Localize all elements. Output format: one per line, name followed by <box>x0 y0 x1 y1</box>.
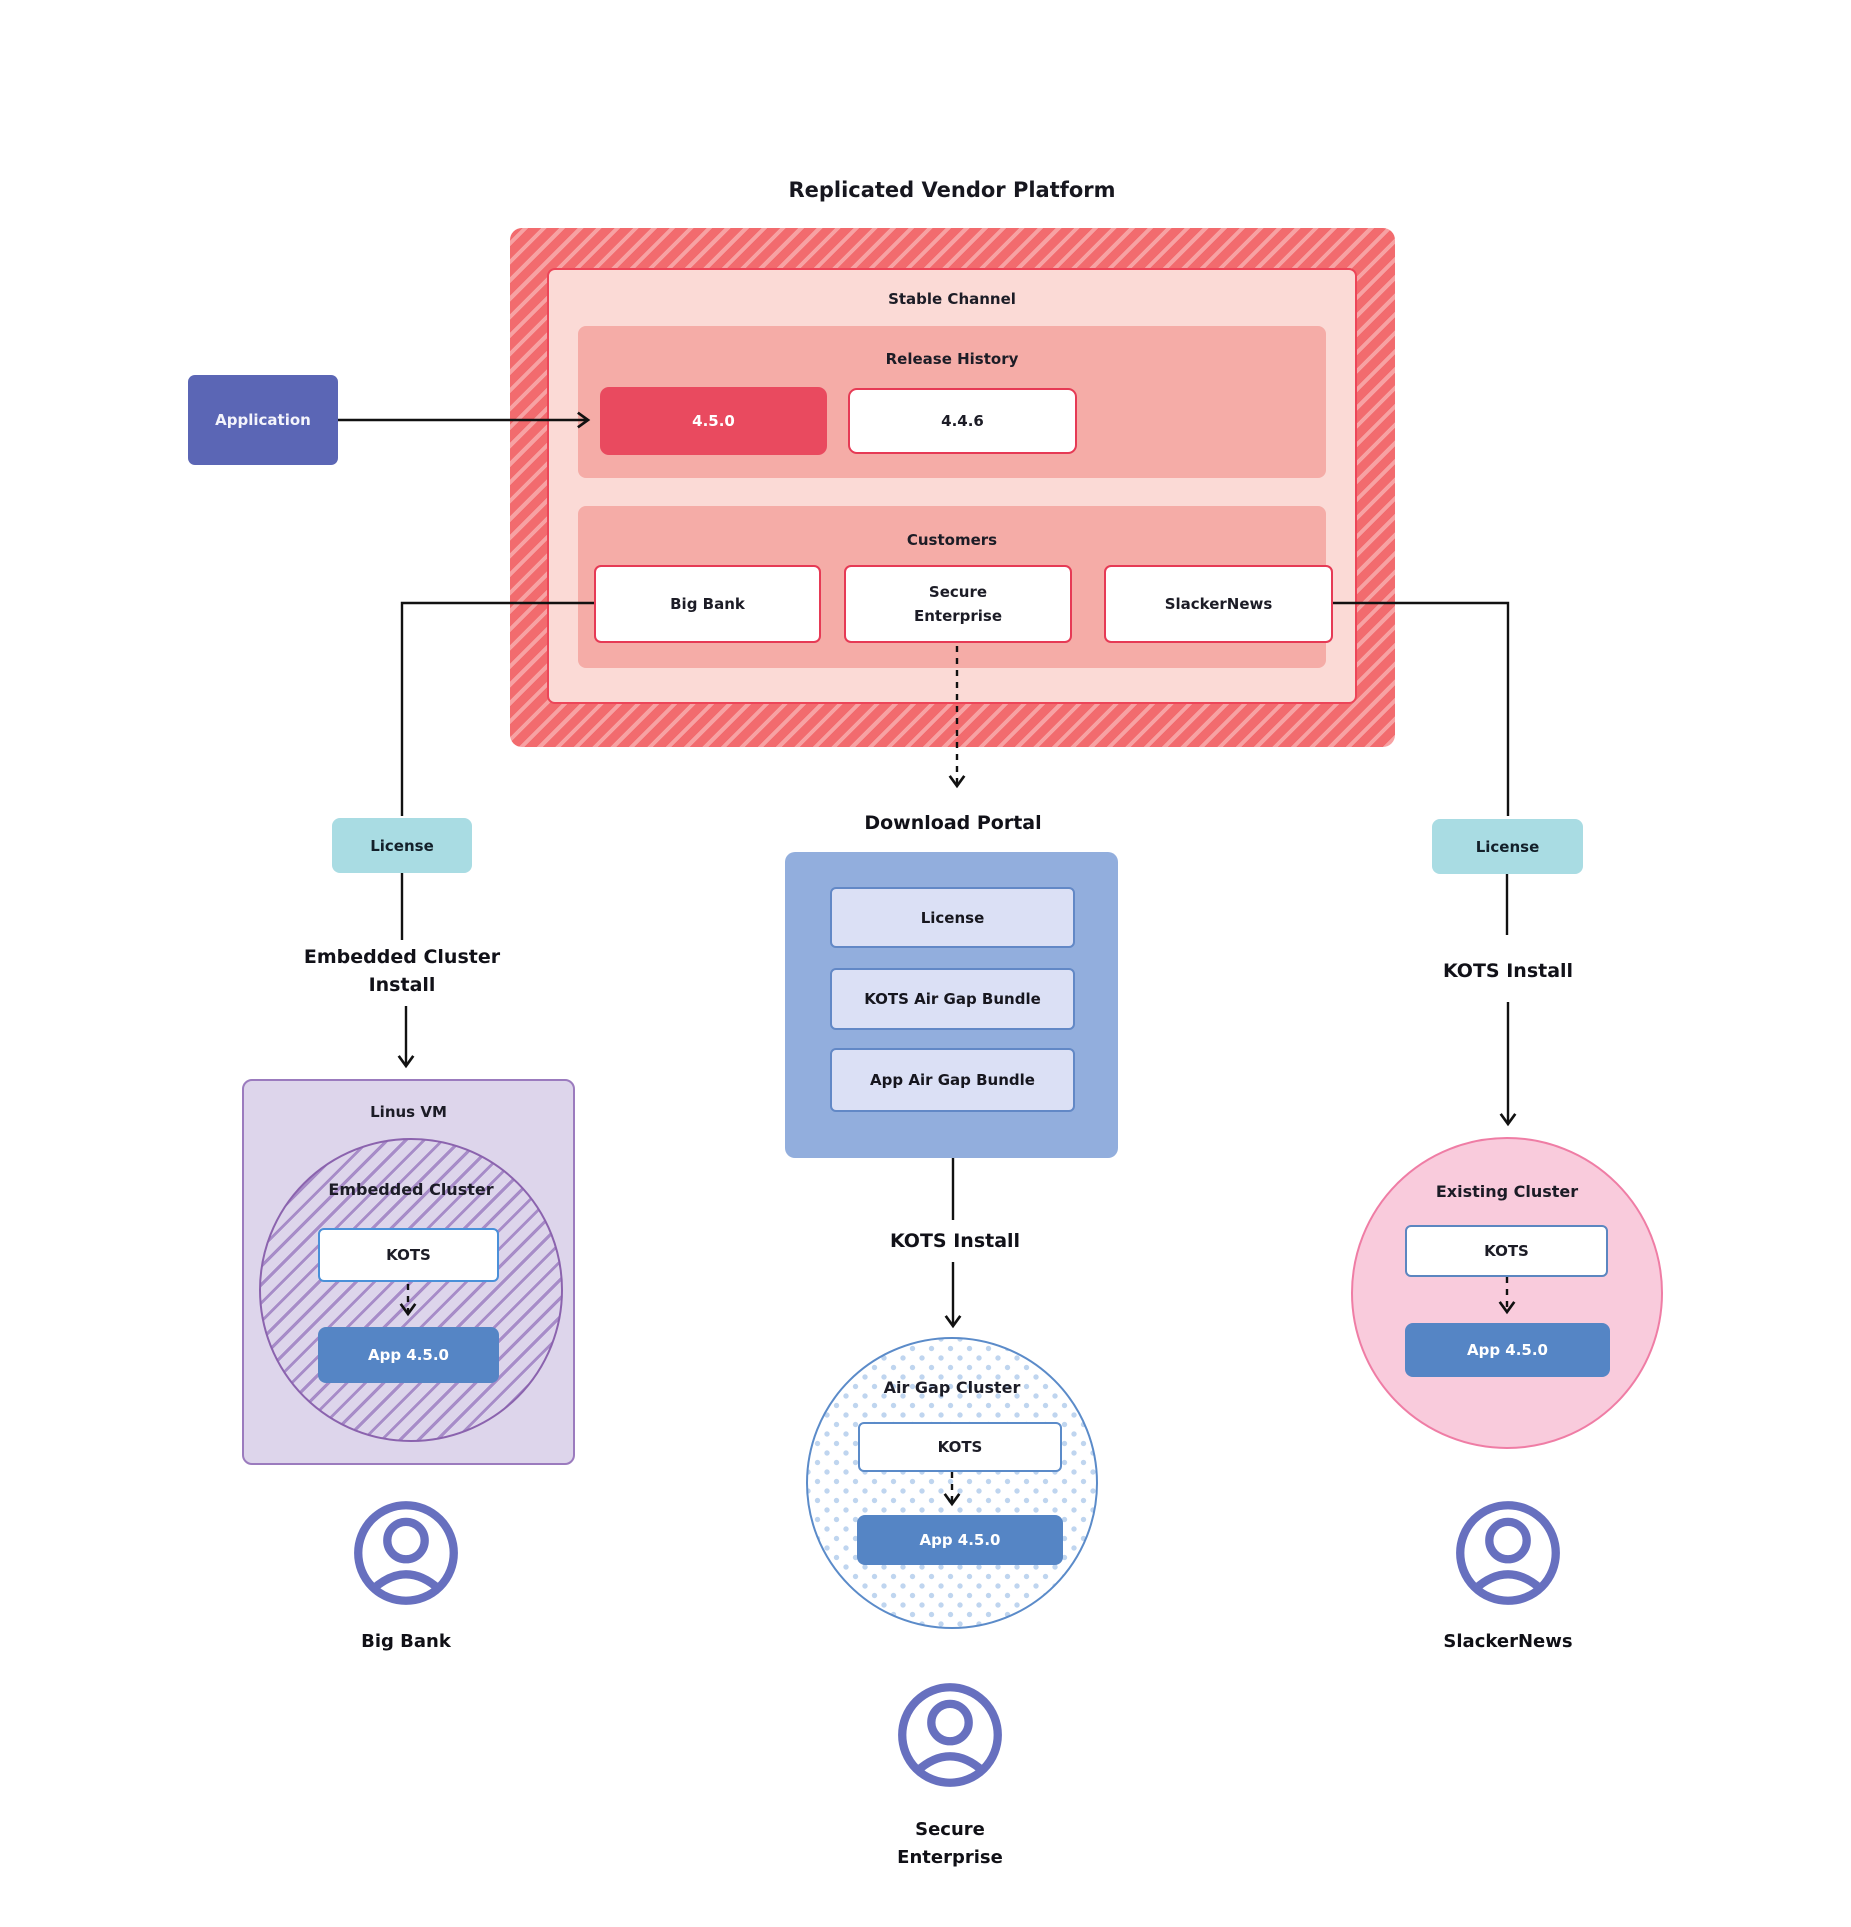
air-gap-cluster-label: Air Gap Cluster <box>883 1378 1021 1397</box>
customer-slackernews-box: SlackerNews <box>1104 565 1333 643</box>
slackernews-user-label: SlackerNews <box>1443 1631 1573 1652</box>
kots-box-left: KOTS <box>318 1228 499 1282</box>
license-badge-left: License <box>332 818 472 873</box>
kots-box-right: KOTS <box>1405 1225 1608 1277</box>
app-box-left: App 4.5.0 <box>318 1327 499 1383</box>
app-box-right: App 4.5.0 <box>1405 1323 1610 1377</box>
portal-app-airgap-bundle-box: App Air Gap Bundle <box>830 1048 1075 1112</box>
big-bank-user-label: Big Bank <box>361 1631 451 1652</box>
app-box-middle: App 4.5.0 <box>857 1515 1063 1565</box>
kots-box-middle: KOTS <box>858 1422 1062 1472</box>
customers-label: Customers <box>906 531 998 549</box>
kots-install-label-middle: KOTS Install <box>889 1230 1021 1252</box>
diagram-title: Replicated Vendor Platform <box>788 178 1116 202</box>
embedded-cluster-install-label: Embedded Cluster Install <box>303 946 501 996</box>
big-bank-user-icon <box>354 1501 458 1605</box>
linus-vm-label: Linus VM <box>370 1103 447 1121</box>
application-box: Application <box>188 375 338 465</box>
kots-install-label-right: KOTS Install <box>1442 960 1574 982</box>
slackernews-user-icon <box>1456 1501 1560 1605</box>
stable-channel-label: Stable Channel <box>888 290 1016 308</box>
download-portal-label: Download Portal <box>864 812 1042 834</box>
secure-enterprise-user-icon <box>898 1683 1002 1787</box>
customer-big-bank-box: Big Bank <box>594 565 821 643</box>
license-badge-right: License <box>1432 819 1583 874</box>
portal-license-box: License <box>830 887 1075 948</box>
release-4-5-0-box: 4.5.0 <box>600 387 827 455</box>
release-4-4-6-box: 4.4.6 <box>848 388 1077 454</box>
release-history-label: Release History <box>885 350 1019 368</box>
portal-kots-airgap-bundle-box: KOTS Air Gap Bundle <box>830 968 1075 1030</box>
secure-enterprise-user-label: Secure Enterprise <box>897 1819 1003 1868</box>
embedded-cluster-label: Embedded Cluster <box>328 1180 494 1199</box>
embedded-cluster-circle <box>259 1138 563 1442</box>
customer-secure-enterprise-box: Secure Enterprise <box>844 565 1072 643</box>
existing-cluster-label: Existing Cluster <box>1435 1182 1579 1201</box>
